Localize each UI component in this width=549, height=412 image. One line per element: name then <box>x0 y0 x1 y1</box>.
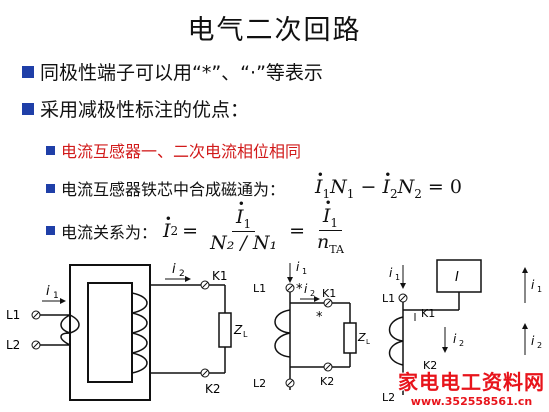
label-i1-sub: 1 <box>53 291 59 301</box>
label-k2: K2 <box>205 382 221 396</box>
bullet-text: 电流互感器铁芯中合成磁通为： <box>61 180 286 200</box>
bullet-marker <box>46 145 55 155</box>
label-zl-sub: L <box>366 338 370 346</box>
bullet-text: 同极性端子可以用“*”、“·”等表示 <box>40 62 323 84</box>
label-k1: K1 <box>421 307 435 320</box>
label-l1: L1 <box>6 308 20 322</box>
label-l1: L1 <box>382 292 395 305</box>
label-i2: i <box>304 282 308 296</box>
label-zl: Z <box>233 323 243 337</box>
label-zl: Z <box>357 331 366 344</box>
current-formula: I2 = I1 N₂ / N₁ = I1 nTA <box>163 206 352 256</box>
bullet-advantages: 采用减极性标注的优点： <box>22 95 249 122</box>
bullet-polarity-terminals: 同极性端子可以用“*”、“·”等表示 <box>22 58 323 85</box>
label-ref-i2-sub: 2 <box>537 341 542 350</box>
relay-box-label: I <box>455 270 459 285</box>
label-i2-sub: 2 <box>310 289 315 298</box>
label-zl-sub: L <box>243 330 248 339</box>
slide-title: 电气二次回路 <box>187 15 362 46</box>
label-i2: i <box>172 262 176 277</box>
label-ref-i1-sub: 1 <box>537 285 542 294</box>
label-k1: K1 <box>322 287 336 300</box>
ct-symbol-diagram: L1 L2 i 1 i 2 K1 K2 * * Z L <box>253 260 370 390</box>
label-i1: i <box>389 266 393 280</box>
label-l1: L1 <box>253 282 266 295</box>
ct-core-diagram: L1 L2 i 1 i 2 K1 K2 Z L <box>6 262 248 401</box>
label-l2: L2 <box>6 338 20 352</box>
label-i1-sub: 1 <box>302 267 307 276</box>
bullet-text: 电流互感器一、二次电流相位相同 <box>61 142 302 161</box>
label-i1-sub: 1 <box>395 273 400 282</box>
label-i1: i <box>296 260 300 274</box>
label-ref-i2: i <box>531 334 535 348</box>
sub-bullet-flux: 电流互感器铁芯中合成磁通为： I1N1 − I2N2 = 0 <box>46 176 462 201</box>
bullet-marker <box>46 226 55 236</box>
polarity-star: * <box>296 282 303 297</box>
label-k1: K1 <box>212 269 228 283</box>
label-i1: i <box>46 284 50 299</box>
site-watermark: 家电电工资料网 www.352558561.cn <box>398 366 545 408</box>
bullet-text: 电流关系为： <box>61 222 158 242</box>
bullet-marker <box>22 102 34 115</box>
label-l2: L2 <box>253 377 266 390</box>
watermark-logo: 家电电工资料网 <box>398 370 545 394</box>
bullet-text: 采用减极性标注的优点： <box>40 99 250 121</box>
relay-diagram: L1 L2 i 1 K1 K2 i 2 I i 1 i 2 <box>382 259 542 404</box>
label-i2: i <box>453 332 457 346</box>
bullet-marker <box>22 65 34 78</box>
label-k2: K2 <box>320 375 334 388</box>
label-ref-i1: i <box>531 278 535 292</box>
sub-bullet-phase: 电流互感器一、二次电流相位相同 <box>46 138 301 162</box>
bullet-marker <box>46 183 55 193</box>
label-k2: K2 <box>423 359 437 372</box>
flux-formula: I1N1 − I2N2 = 0 <box>315 176 462 201</box>
watermark-url: www.352558561.cn <box>410 395 533 408</box>
label-i2-sub: 2 <box>179 269 185 279</box>
label-i2-sub: 2 <box>459 339 464 348</box>
label-l2: L2 <box>382 391 395 404</box>
sub-bullet-current: 电流关系为： I2 = I1 N₂ / N₁ = I1 nTA <box>46 206 352 256</box>
polarity-star: * <box>316 310 323 325</box>
